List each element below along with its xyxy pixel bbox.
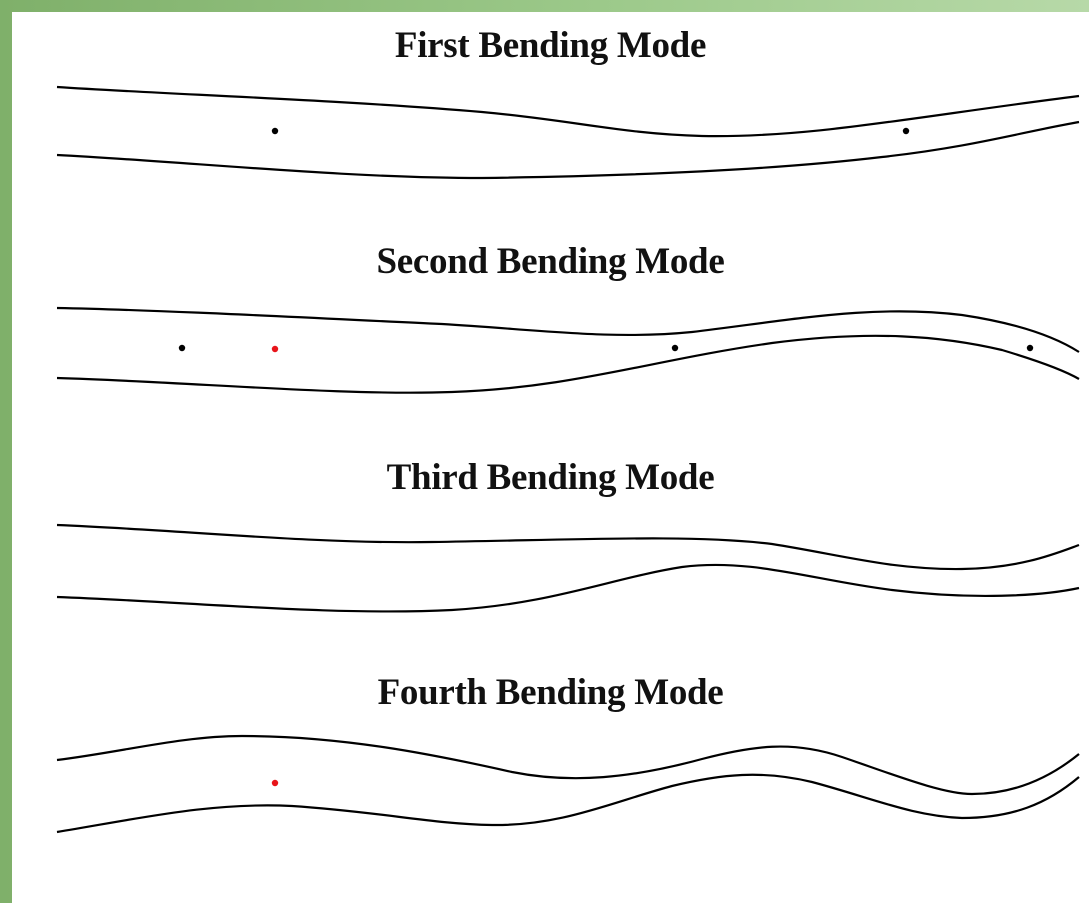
mode-shapes-svg (56, 85, 1080, 834)
mode-4-node-marker (271, 779, 279, 787)
mode-2-node-marker (1026, 344, 1034, 352)
mode-1-node-marker (902, 127, 910, 135)
mode-2-upper-edge (56, 306, 1080, 353)
mode-1-upper-edge (56, 85, 1080, 138)
mode-3-lower-edge (56, 563, 1080, 613)
mode-4-lower-edge (56, 773, 1080, 834)
mode-4-upper-edge (56, 734, 1080, 796)
mode-2-lower-edge (56, 334, 1080, 394)
mode-3-beam (56, 523, 1080, 613)
mode-2-beam (56, 306, 1080, 394)
diagram-panel: First Bending Mode Second Bending Mode T… (12, 12, 1089, 903)
mode-1-lower-edge (56, 120, 1080, 180)
mode-2-node-marker (271, 345, 279, 353)
mode-title-first: First Bending Mode (394, 25, 707, 66)
mode-title-third: Third Bending Mode (386, 457, 715, 498)
mode-4-beam (56, 734, 1080, 834)
mode-1-node-marker (271, 127, 279, 135)
mode-title-fourth: Fourth Bending Mode (377, 672, 724, 713)
mode-2-node-marker (671, 344, 679, 352)
mode-title-second: Second Bending Mode (376, 241, 725, 282)
mode-1-beam (56, 85, 1080, 180)
mode-3-upper-edge (56, 523, 1080, 571)
mode-2-node-marker (178, 344, 186, 352)
